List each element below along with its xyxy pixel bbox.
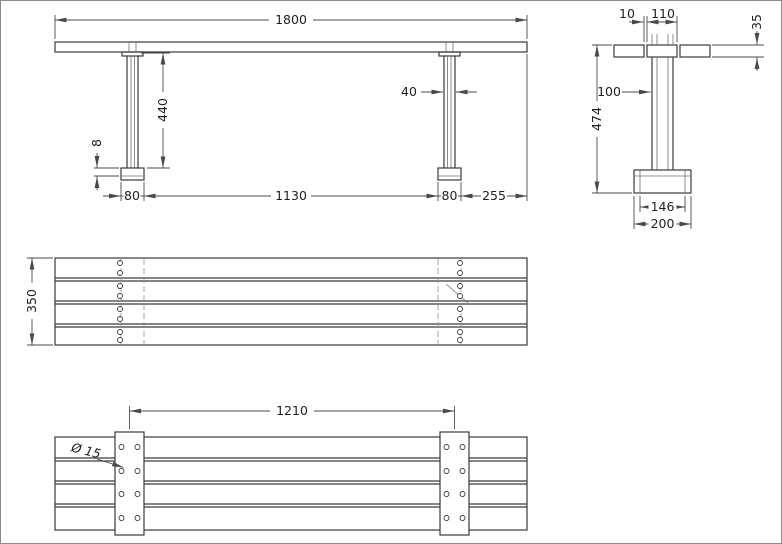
dim-text: 35	[749, 14, 764, 30]
dim-text-bg	[270, 404, 314, 418]
screw-hole	[118, 491, 125, 497]
screw-hole	[117, 316, 123, 322]
dim-text: 8	[89, 139, 104, 147]
screw-hole	[457, 260, 463, 266]
screw-hole	[457, 270, 463, 276]
seat-board	[54, 41, 528, 53]
screw-hole	[457, 329, 463, 335]
dim-text: 10	[619, 6, 635, 21]
foot-plate	[120, 167, 145, 181]
dim-text-bg	[155, 92, 171, 128]
dim-foot-inner-width: 146	[639, 196, 686, 214]
leader-line	[445, 283, 469, 304]
dim-text-bg	[123, 189, 141, 203]
screw-hole	[117, 293, 123, 299]
screw-holes-right	[457, 260, 463, 343]
dim-text: 255	[482, 188, 506, 203]
dim-text-bg	[24, 283, 40, 319]
screw-hole	[118, 515, 125, 521]
end-elevation-view: 10 110 35 100 474	[589, 6, 764, 231]
dim-text: 1130	[275, 188, 307, 203]
screw-hole	[457, 306, 463, 312]
dim-slat-gap-and-width: 10 110	[619, 6, 678, 42]
screw-hole	[457, 283, 463, 289]
dim-text: 350	[24, 289, 39, 313]
screw-holes-left	[117, 260, 123, 343]
screw-hole	[117, 260, 123, 266]
screw-hole	[117, 337, 123, 343]
screw-hole	[443, 468, 450, 474]
dim-text: 440	[155, 98, 170, 122]
front-elevation-view: 1800 440 40 8	[54, 12, 528, 203]
screw-hole	[134, 491, 141, 497]
leg-top-bracket	[121, 51, 144, 57]
screw-hole	[118, 468, 125, 474]
dim-text-bg	[269, 13, 313, 27]
right-leg	[437, 51, 462, 181]
dim-text-bg	[648, 200, 677, 214]
plate-screws-left	[118, 444, 141, 521]
dim-text-bg	[648, 217, 677, 231]
dim-text: 1210	[276, 403, 308, 418]
underside-view: 1210 Ø 15	[54, 403, 528, 536]
screw-hole	[134, 444, 141, 450]
screw-hole	[459, 515, 466, 521]
leg-tube	[651, 57, 674, 170]
screw-hole	[443, 444, 450, 450]
dim-leg-width: 40	[401, 84, 477, 99]
dim-text: 110	[651, 6, 675, 21]
dim-plate-hole-spacing: 1210	[129, 403, 455, 429]
screw-hole	[457, 316, 463, 322]
dim-text: 200	[651, 216, 675, 231]
dim-hole-diameter: Ø 15	[69, 439, 124, 468]
dim-seat-thickness: 35	[712, 14, 764, 71]
dim-text-bg	[441, 189, 458, 203]
seat-slat-section	[613, 44, 645, 58]
foot-plate	[633, 169, 692, 194]
left-leg	[120, 51, 145, 181]
dim-text: 474	[589, 107, 604, 131]
dim-bottom-chain: 80 1130 80 255	[103, 54, 528, 203]
plate-screws-right	[443, 444, 466, 521]
screw-hole	[459, 468, 466, 474]
screw-hole	[117, 329, 123, 335]
dim-text: 80	[442, 188, 458, 203]
dim-text: 40	[401, 84, 417, 99]
dim-text: 100	[597, 84, 621, 99]
dim-seat-depth: 350	[24, 257, 53, 346]
dim-text-bg	[481, 189, 507, 203]
leader-line	[96, 458, 124, 468]
dim-text-bg	[271, 189, 311, 203]
screw-hole	[117, 306, 123, 312]
dim-text: 1800	[275, 12, 307, 27]
screw-hole	[457, 293, 463, 299]
screw-hole	[443, 491, 450, 497]
dim-foot-plate-thickness: 8	[89, 139, 119, 190]
dim-foot-width: 200	[633, 196, 692, 231]
screw-hole	[118, 444, 125, 450]
dim-leg-depth: 100	[597, 84, 651, 99]
screw-hole	[117, 283, 123, 289]
dim-text-bg	[589, 101, 605, 137]
dim-overall-height: 474	[589, 44, 632, 194]
screw-hole	[457, 337, 463, 343]
seat-slat-section	[646, 44, 678, 58]
screw-hole	[459, 491, 466, 497]
dim-text: 80	[124, 188, 140, 203]
dim-text: 146	[651, 199, 675, 214]
foot-block	[633, 169, 692, 194]
screw-hole	[134, 515, 141, 521]
foot-plate	[437, 167, 462, 181]
plan-view: 350	[24, 257, 528, 346]
dim-total-length: 1800	[54, 12, 528, 39]
screw-hole	[459, 444, 466, 450]
leg-top-bracket	[438, 51, 461, 57]
dim-text: Ø 15	[69, 439, 102, 461]
screw-hole	[117, 270, 123, 276]
screw-hole	[443, 515, 450, 521]
dim-leg-height: 440	[141, 52, 171, 169]
screw-hole	[134, 468, 141, 474]
seat-slat-section	[679, 44, 711, 58]
